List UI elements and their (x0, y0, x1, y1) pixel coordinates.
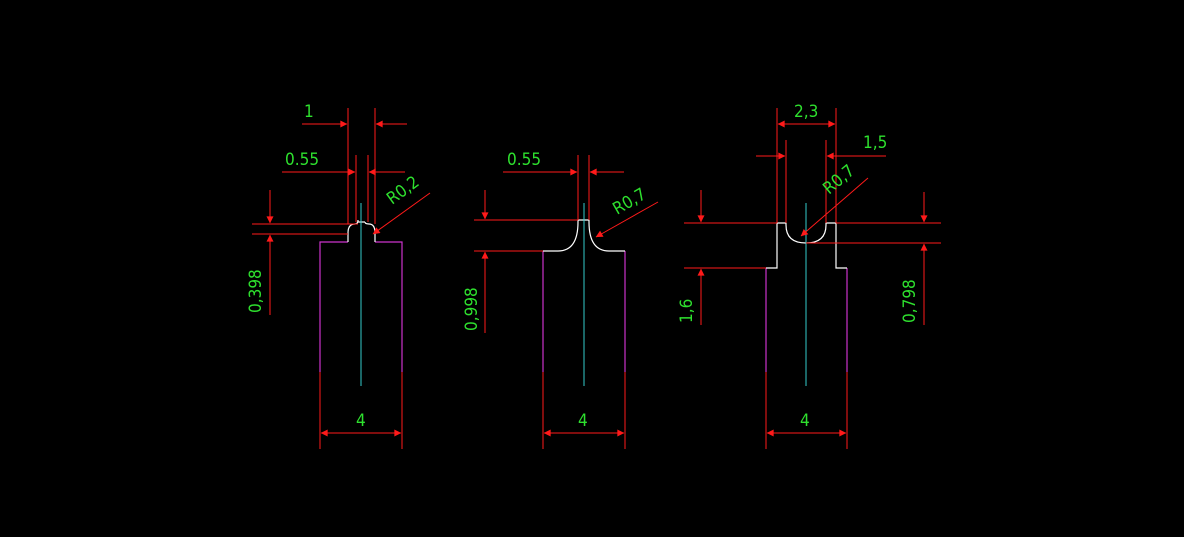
profile-3-right-depth-label: 0,798 (900, 279, 920, 323)
profile-1-neck-width-label: 0.55 (285, 150, 319, 170)
profile-1-body-width-dimension: 4 (319, 372, 403, 449)
profile-3-radius-label: R0,7 (819, 161, 859, 199)
profile-3-right-depth-dimension: 0,798 (806, 192, 941, 325)
profile-1-depth-label: 0,398 (246, 269, 266, 313)
profile-1-radius-leader: R0,2 (372, 172, 431, 235)
profile-2: 0.55 R0,7 0,998 4 (462, 150, 659, 449)
profile-2-neck-width-label: 0.55 (507, 150, 541, 170)
profile-1-top-width-dimension: 1 (302, 102, 407, 224)
profile-2-body-width-label: 4 (578, 411, 588, 431)
profile-3-left-depth-dimension: 1,6 (677, 190, 777, 325)
profile-1: 1 0.55 R0,2 0,398 4 (246, 102, 431, 449)
profile-3-radius-leader: R0,7 (800, 161, 869, 237)
profile-2-depth-dimension: 0,998 (462, 190, 578, 333)
profile-1-neck-width-dimension: 0.55 (282, 150, 405, 222)
profile-3: 2,3 1,5 R0,7 1,6 0,79 (677, 102, 941, 449)
profile-2-radius-leader: R0,7 (595, 185, 659, 238)
profile-1-radius-label: R0,2 (383, 172, 423, 209)
profile-3-top-width-label: 2,3 (794, 102, 818, 122)
profile-2-body-width-dimension: 4 (542, 372, 626, 449)
profile-3-inner-width-dimension: 1,5 (756, 133, 887, 223)
profile-3-body-width-label: 4 (800, 411, 810, 431)
profile-2-radius-label: R0,7 (610, 185, 650, 220)
profile-2-depth-label: 0,998 (462, 287, 482, 331)
profile-3-left-depth-label: 1,6 (677, 299, 697, 323)
profile-3-top-width-dimension: 2,3 (776, 102, 837, 223)
profile-3-inner-width-label: 1,5 (863, 133, 887, 153)
profile-1-body-width-label: 4 (356, 411, 366, 431)
profile-2-neck-width-dimension: 0.55 (503, 150, 624, 220)
profile-1-depth-dimension: 0,398 (246, 190, 358, 315)
profile-3-body-width-dimension: 4 (765, 372, 848, 449)
profile-1-top-width-label: 1 (304, 102, 314, 122)
